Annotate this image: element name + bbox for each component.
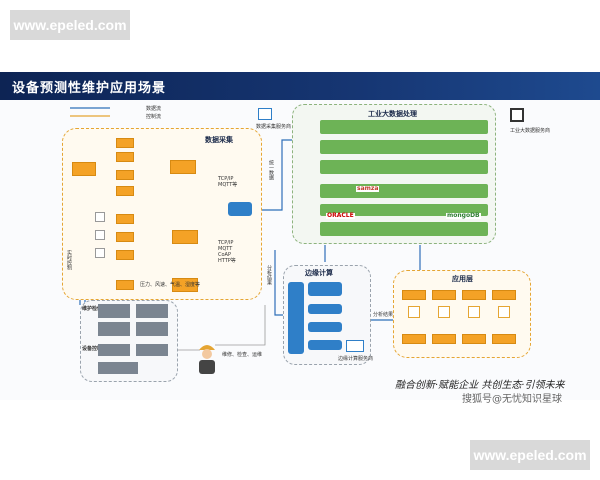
source-box-6 <box>116 232 134 242</box>
maintenance-worker-icon <box>199 345 215 374</box>
gateway-box-2 <box>172 230 198 244</box>
wrench-icon <box>498 306 510 318</box>
slide-title: 设备预测性维护应用场景 <box>12 81 167 96</box>
legend <box>70 107 110 117</box>
control-box-3 <box>98 362 138 374</box>
edge-device-column <box>288 282 304 354</box>
control-box-1 <box>98 344 130 356</box>
data-collection-title: 数据采集 <box>205 136 233 144</box>
app-box-6 <box>432 334 456 344</box>
legend-data-flow: 数据流 <box>146 106 162 112</box>
edge-title: 边缘计算 <box>305 269 333 277</box>
maint-box-2 <box>136 304 168 318</box>
app-box-1 <box>402 290 426 300</box>
caption-slogan: 融合创新·赋能企业 共创生态·引领未来 <box>395 380 565 391</box>
unified-data-label: 统一数据 <box>268 160 274 180</box>
caption-source: 搜狐号@无忧知识星球 <box>462 394 562 405</box>
diagram-slide: 数据流 控制流 数据采集 压力、风速、气温、湿度等 TCP/IP MQTT等 T… <box>0 100 600 400</box>
monitor-icon <box>408 306 420 318</box>
source-box-8 <box>116 280 134 290</box>
big-data-row-6 <box>320 222 488 236</box>
big-data-service-icon <box>510 108 524 122</box>
watermark-text: www.epeled.com <box>473 447 587 463</box>
collector-box <box>72 162 96 176</box>
vendor-samza: samza <box>356 185 380 192</box>
worker-label: 维修、检查、运维 <box>222 352 263 358</box>
edge-step-1 <box>308 282 342 296</box>
edge-flow-label: 分析结果 <box>373 312 394 318</box>
gateway-box-3 <box>172 278 198 292</box>
cloud-access-box <box>228 202 252 216</box>
legend-control-flow: 控制流 <box>146 114 162 120</box>
edge-service-icon <box>346 340 364 352</box>
big-data-row-3 <box>320 160 488 174</box>
analysis-result-label: 分析结果 <box>266 265 272 285</box>
collection-service-icon <box>258 108 272 120</box>
big-data-row-4 <box>320 184 488 198</box>
vendor-oracle: ORACLE <box>326 212 355 219</box>
source-box-2 <box>116 152 134 162</box>
big-data-title: 工业大数据处理 <box>368 110 417 118</box>
big-data-row-2 <box>320 140 488 154</box>
clipboard-icon <box>468 306 480 318</box>
maint-box-3 <box>98 322 130 336</box>
source-box-7 <box>116 250 134 260</box>
edge-step-4 <box>308 340 342 350</box>
source-box-1 <box>116 138 134 148</box>
protocol-label-mid: TCP/IP MQTT CoAP HTTP等 <box>218 240 236 264</box>
gateway-box-1 <box>170 160 196 174</box>
watermark-top: www.epeled.com <box>10 10 130 40</box>
app-box-4 <box>492 290 516 300</box>
app-box-5 <box>402 334 426 344</box>
source-box-3 <box>116 170 134 180</box>
control-box-2 <box>136 344 168 356</box>
watermark-bottom: www.epeled.com <box>470 440 590 470</box>
big-data-row-1 <box>320 120 488 134</box>
edge-step-3 <box>308 322 342 332</box>
app-box-8 <box>492 334 516 344</box>
big-data-service-label: 工业大数据服务商 <box>510 128 551 134</box>
maint-box-1 <box>98 304 130 318</box>
source-box-4 <box>116 186 134 196</box>
app-box-2 <box>432 290 456 300</box>
collection-service-label: 数据采集服务商 <box>256 124 292 130</box>
edge-service-label: 边缘计算服务商 <box>338 356 374 362</box>
title-bar: 设备预测性维护应用场景 <box>0 72 600 100</box>
vendor-mongodb: mongoDB <box>446 212 481 219</box>
maint-box-4 <box>136 322 168 336</box>
app-box-3 <box>462 290 486 300</box>
sensor-note: 压力、风速、气温、湿度等 <box>140 282 201 288</box>
watermark-text: www.epeled.com <box>13 17 127 33</box>
protocol-label-top: TCP/IP MQTT等 <box>218 176 238 188</box>
warning-icon <box>438 306 450 318</box>
gear-icon <box>95 230 105 240</box>
table-icon <box>95 248 105 258</box>
maintenance-title: 维护检修 <box>82 306 103 312</box>
realtime-control-label: 实时控制 <box>66 250 72 270</box>
app-box-7 <box>462 334 486 344</box>
source-box-5 <box>116 214 134 224</box>
control-title: 设备控制系统 <box>82 346 113 352</box>
edge-step-2 <box>308 304 342 314</box>
document-icon <box>95 212 105 222</box>
application-title: 应用层 <box>452 275 473 283</box>
